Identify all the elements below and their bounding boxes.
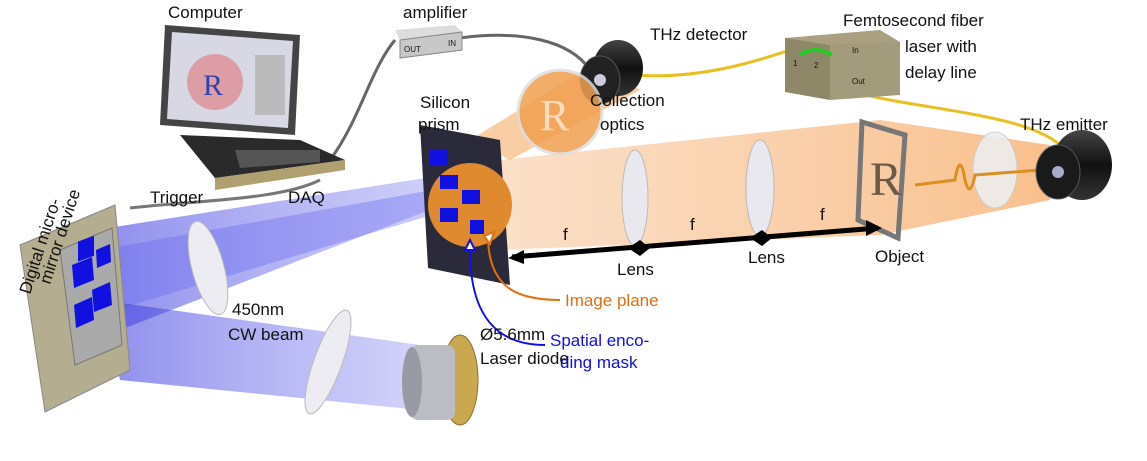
silicon-prism: [420, 125, 512, 285]
mask-label-2: ding mask: [560, 353, 638, 372]
fiber-cable-1: [634, 48, 791, 78]
digital-micromirror-device: [19, 204, 131, 413]
thz-emitter: [1035, 130, 1112, 200]
collection-optics-lens: R: [516, 68, 604, 156]
daq-label: DAQ: [288, 188, 325, 207]
image-plane-label: Image plane: [565, 291, 659, 310]
focal-length-arrow: [508, 220, 882, 264]
cw-lens-2: [304, 309, 352, 415]
emitter-lens: [972, 131, 1018, 209]
amplifier: OUT IN: [395, 25, 463, 59]
collection-optics-label-1: Collection: [590, 91, 665, 110]
laser-diode: [402, 334, 479, 426]
collection-optics-label-2: optics: [600, 115, 644, 134]
mask-pointer: [469, 249, 546, 346]
silicon-prism-label-2: prism: [418, 115, 460, 134]
laser-diode-label-1: Ø5.6mm: [480, 325, 545, 344]
svg-text:R: R: [203, 69, 223, 102]
amp-in-port: IN: [448, 39, 456, 48]
fiber-laser-label-3: delay line: [905, 63, 977, 82]
amp-cable: [459, 33, 592, 71]
blue-beam-dmd-to-prism-2: [100, 185, 465, 310]
cw-beam-label-2: CW beam: [228, 325, 304, 344]
lens-2-label: Lens: [748, 248, 785, 267]
computer: R: [160, 25, 345, 190]
blue-beam-diode: [100, 300, 420, 410]
computer-label: Computer: [168, 3, 243, 22]
amp-out-port: OUT: [404, 45, 421, 54]
silicon-prism-label-1: Silicon: [420, 93, 470, 112]
port-out: Out: [852, 77, 866, 86]
object-letter: R: [870, 153, 902, 206]
focal-label-3: f: [820, 205, 825, 224]
mask-label-1: Spatial enco-: [550, 331, 649, 350]
daq-cable: [328, 39, 397, 161]
lens-2: [745, 139, 775, 237]
thz-emitter-label: THz emitter: [1020, 115, 1108, 134]
lens-1-label: Lens: [617, 260, 654, 279]
trigger-cable: [129, 178, 321, 210]
thz-pulse: [914, 163, 1041, 191]
port-2: 2: [814, 61, 819, 70]
svg-text:R: R: [540, 91, 570, 140]
fiber-laser-label-1: Femtosecond fiber: [843, 11, 984, 30]
blue-beam-dmd-to-prism: [95, 175, 455, 330]
laser-diode-label-2: Laser diode: [480, 349, 569, 368]
focal-label-1: f: [563, 225, 568, 244]
thz-detector-label: THz detector: [650, 25, 748, 44]
port-1: 1: [793, 59, 798, 68]
object: R: [855, 118, 908, 242]
lens-1: [621, 149, 649, 247]
fiber-laser-box: 1 2 In Out: [785, 30, 900, 100]
object-label: Object: [875, 247, 924, 266]
port-in: In: [852, 46, 859, 55]
fiber-laser-label-2: laser with: [905, 37, 977, 56]
focal-label-2: f: [690, 215, 695, 234]
amplifier-label: amplifier: [403, 3, 468, 22]
cw-lens-1: [187, 220, 229, 316]
image-plane-pointer: [487, 239, 561, 301]
trigger-label: Trigger: [150, 188, 204, 207]
cw-beam-label-1: 450nm: [232, 300, 284, 319]
